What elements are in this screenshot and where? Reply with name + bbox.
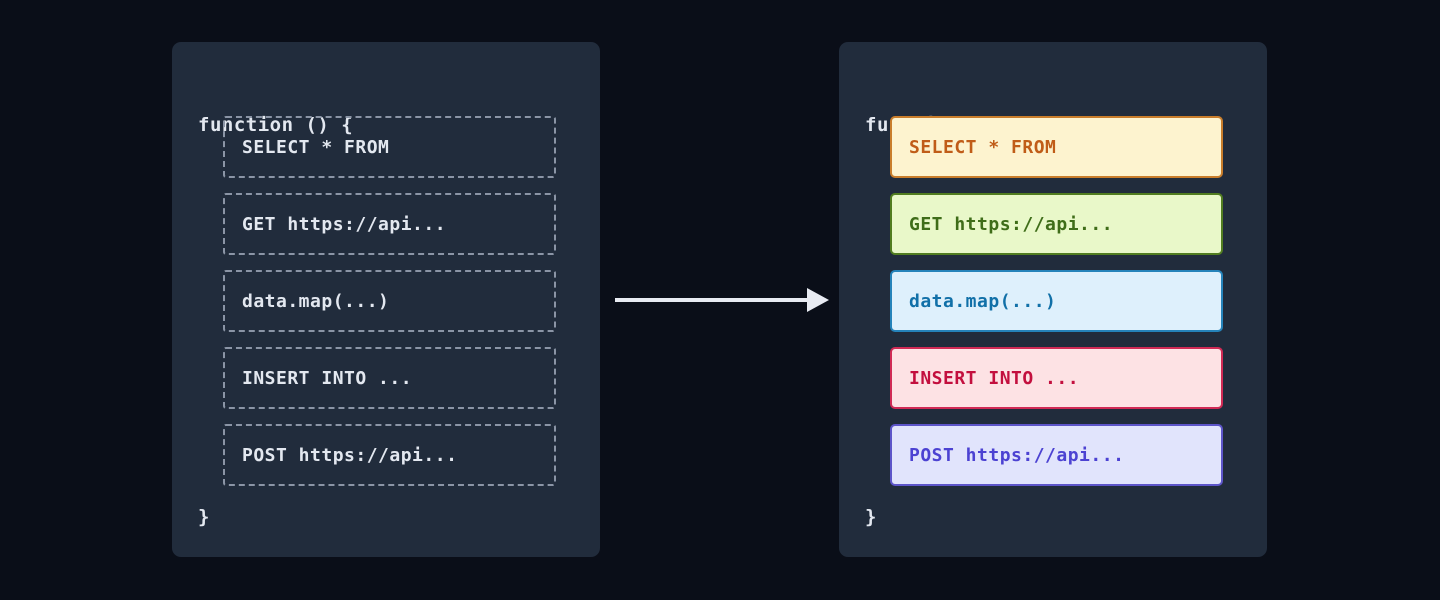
code-block-get: GET https://api...	[223, 193, 556, 255]
right-arrow-icon	[615, 288, 829, 312]
code-block-label: INSERT INTO ...	[909, 367, 1080, 389]
plain-code-panel: function () { SELECT * FROM GET https://…	[172, 42, 600, 557]
code-block-map-highlighted: data.map(...)	[890, 270, 1223, 332]
plain-block-list: SELECT * FROM GET https://api... data.ma…	[223, 116, 556, 486]
code-block-label: SELECT * FROM	[909, 136, 1057, 158]
code-block-label: data.map(...)	[909, 290, 1057, 312]
code-block-label: INSERT INTO ...	[242, 367, 413, 389]
code-block-label: data.map(...)	[242, 290, 390, 312]
code-block-label: POST https://api...	[242, 444, 458, 466]
code-block-map: data.map(...)	[223, 270, 556, 332]
code-block-post-highlighted: POST https://api...	[890, 424, 1223, 486]
function-close-brace: }	[198, 506, 210, 528]
function-close-brace: }	[865, 506, 877, 528]
code-block-post: POST https://api...	[223, 424, 556, 486]
code-block-label: SELECT * FROM	[242, 136, 390, 158]
code-block-select-highlighted: SELECT * FROM	[890, 116, 1223, 178]
code-block-get-highlighted: GET https://api...	[890, 193, 1223, 255]
code-block-insert: INSERT INTO ...	[223, 347, 556, 409]
code-block-label: GET https://api...	[909, 213, 1114, 235]
highlighted-code-panel: function () { SELECT * FROM GET https://…	[839, 42, 1267, 557]
code-block-label: POST https://api...	[909, 444, 1125, 466]
code-block-select: SELECT * FROM	[223, 116, 556, 178]
function-open-line: function () {	[198, 114, 354, 136]
code-block-label: GET https://api...	[242, 213, 447, 235]
code-block-insert-highlighted: INSERT INTO ...	[890, 347, 1223, 409]
colored-block-list: SELECT * FROM GET https://api... data.ma…	[890, 116, 1223, 486]
